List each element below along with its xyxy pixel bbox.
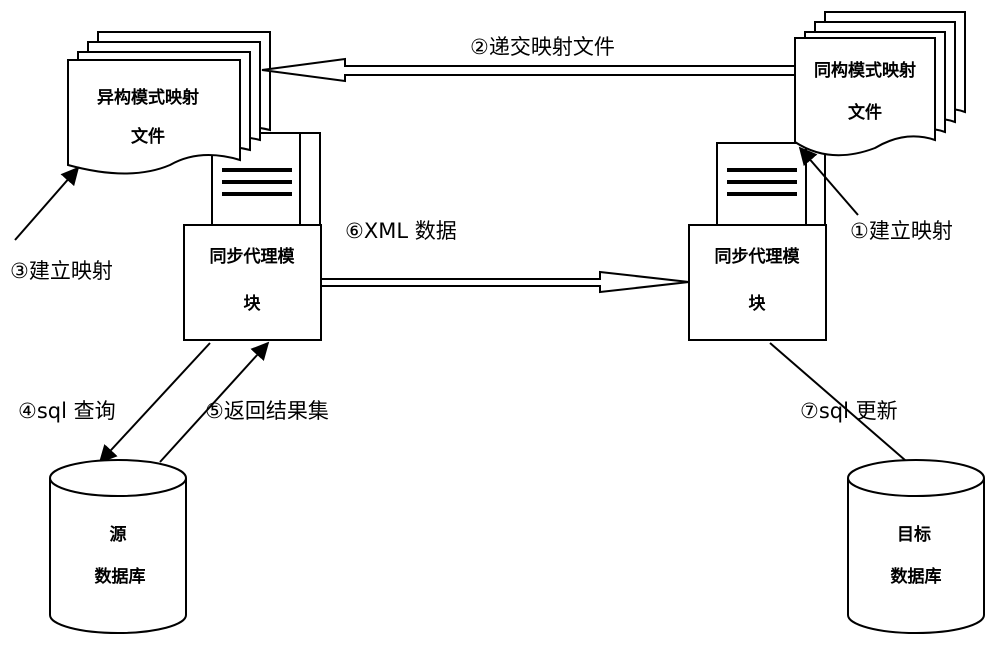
target-database: 目标 数据库 [847,459,985,634]
arrow-sql-update [769,342,930,482]
label-step2-submit-mapping-file: ②递交映射文件 [470,35,615,59]
label-step1-build-mapping: ①建立映射 [850,219,953,243]
label-step7-sql-update: ⑦sql 更新 [800,399,898,423]
source-database-label-line1: 源 [110,524,127,545]
source-database: 源 数据库 [49,459,187,634]
label-step3-build-mapping: ③建立映射 [10,259,113,283]
left-document-subtitle: 文件 [131,126,165,147]
arrow-sql-query [98,342,211,464]
arrow-submit-mapping-file [261,57,796,83]
arrow-build-mapping-right [798,146,859,216]
left-document-title: 异构模式映射 [97,87,199,108]
right-agent-label-line2: 块 [749,294,767,314]
right-document-title: 同构模式映射 [814,60,916,81]
label-step5-return-result-set: ⑤返回结果集 [205,399,329,423]
right-document-subtitle: 文件 [848,102,882,123]
target-database-label-line2: 数据库 [891,566,942,587]
source-database-label-line2: 数据库 [95,566,146,587]
left-mapping-document-stack: 异构模式映射 文件 [67,31,271,175]
arrow-build-mapping-left [14,166,80,241]
label-step4-sql-query: ④sql 查询 [18,399,116,423]
left-sync-agent-module: 同步代理模 块 [183,224,322,341]
label-step6-xml-data: ⑥XML 数据 [345,219,457,243]
left-agent-label-line2: 块 [244,294,262,314]
right-mapping-document-stack: 同构模式映射 文件 [794,11,966,157]
arrow-return-result-set [159,341,270,463]
right-agent-label-line1: 同步代理模 [715,246,801,267]
target-database-label-line1: 目标 [897,524,931,545]
left-agent-label-line1: 同步代理模 [210,246,296,267]
right-sync-agent-module: 同步代理模 块 [688,224,827,341]
arrow-xml-data [320,270,690,294]
